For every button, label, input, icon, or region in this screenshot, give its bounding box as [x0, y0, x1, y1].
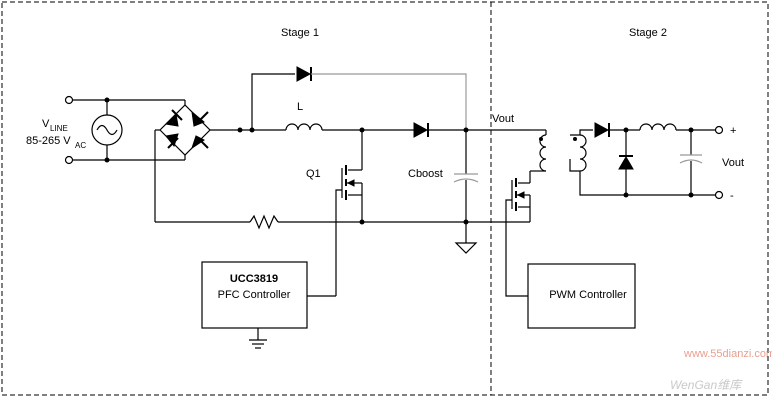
pfc-chip-title: UCC3819 — [230, 273, 278, 285]
freewheel-diode-icon — [618, 156, 634, 170]
ac-input-terminal-top — [64, 95, 74, 105]
polarity-dot — [573, 137, 577, 141]
sense-resistor-icon — [249, 214, 279, 230]
wire — [570, 129, 593, 136]
pfc-controller-box — [201, 261, 308, 329]
junction-dot — [623, 192, 629, 198]
pfc-controller-label: PFC Controller — [218, 289, 291, 301]
output-inductor-icon — [639, 123, 677, 131]
bypass-wire-right — [311, 73, 467, 130]
q1-label: Q1 — [306, 168, 321, 180]
cboost-plate-bottom — [453, 178, 479, 183]
stage2-label: Stage 2 — [629, 27, 667, 39]
vline-subscript: LINE — [50, 124, 68, 133]
junction-dot — [237, 127, 243, 133]
ground-icon — [454, 242, 478, 254]
q1-mosfet-icon — [335, 130, 363, 296]
output-terminal-negative — [714, 190, 724, 200]
watermark-logo: WenGan维库 — [670, 378, 743, 392]
diode-icon — [191, 135, 205, 150]
output-cap-plate-bottom — [679, 159, 703, 164]
junction-dot — [688, 192, 694, 198]
bypass-diode-icon — [296, 66, 312, 82]
diode-icon — [191, 110, 205, 127]
pwm-controller-label: PWM Controller — [549, 289, 627, 301]
output-minus-label: - — [730, 190, 734, 202]
sine-wave-icon — [96, 124, 118, 136]
inductor-label: L — [297, 101, 303, 113]
watermark-url: www.55dianzi.com — [683, 348, 772, 360]
pwm-controller-box — [527, 263, 636, 329]
cboost-label: Cboost — [408, 168, 443, 180]
ac-source-icon — [91, 114, 123, 146]
pwm-mosfet-icon — [466, 171, 531, 297]
secondary-return-wire — [569, 159, 716, 196]
stage1-label: Stage 1 — [281, 27, 319, 39]
vac-label: 85-265 V — [26, 135, 71, 147]
primary-winding-icon — [539, 134, 547, 172]
output-terminal-positive — [714, 125, 724, 135]
bridge-rectifier — [154, 100, 252, 222]
output-diode-icon — [594, 122, 610, 138]
bypass-wire — [251, 73, 295, 130]
vline-label: V — [42, 118, 50, 130]
output-plus-label: + — [730, 125, 736, 137]
ground-icon — [249, 339, 267, 349]
junction-dot — [359, 219, 365, 225]
boost-diode-icon — [413, 122, 429, 138]
junction-dot — [104, 157, 110, 163]
ac-input-terminal-bottom — [64, 155, 74, 165]
diode-icon — [164, 112, 179, 127]
inductor-icon — [285, 123, 323, 131]
vout-label: Vout — [492, 113, 514, 125]
output-vout-label: Vout — [722, 157, 744, 169]
vac-subscript: AC — [75, 141, 86, 150]
junction-dot — [104, 97, 110, 103]
secondary-winding-icon — [579, 134, 587, 172]
